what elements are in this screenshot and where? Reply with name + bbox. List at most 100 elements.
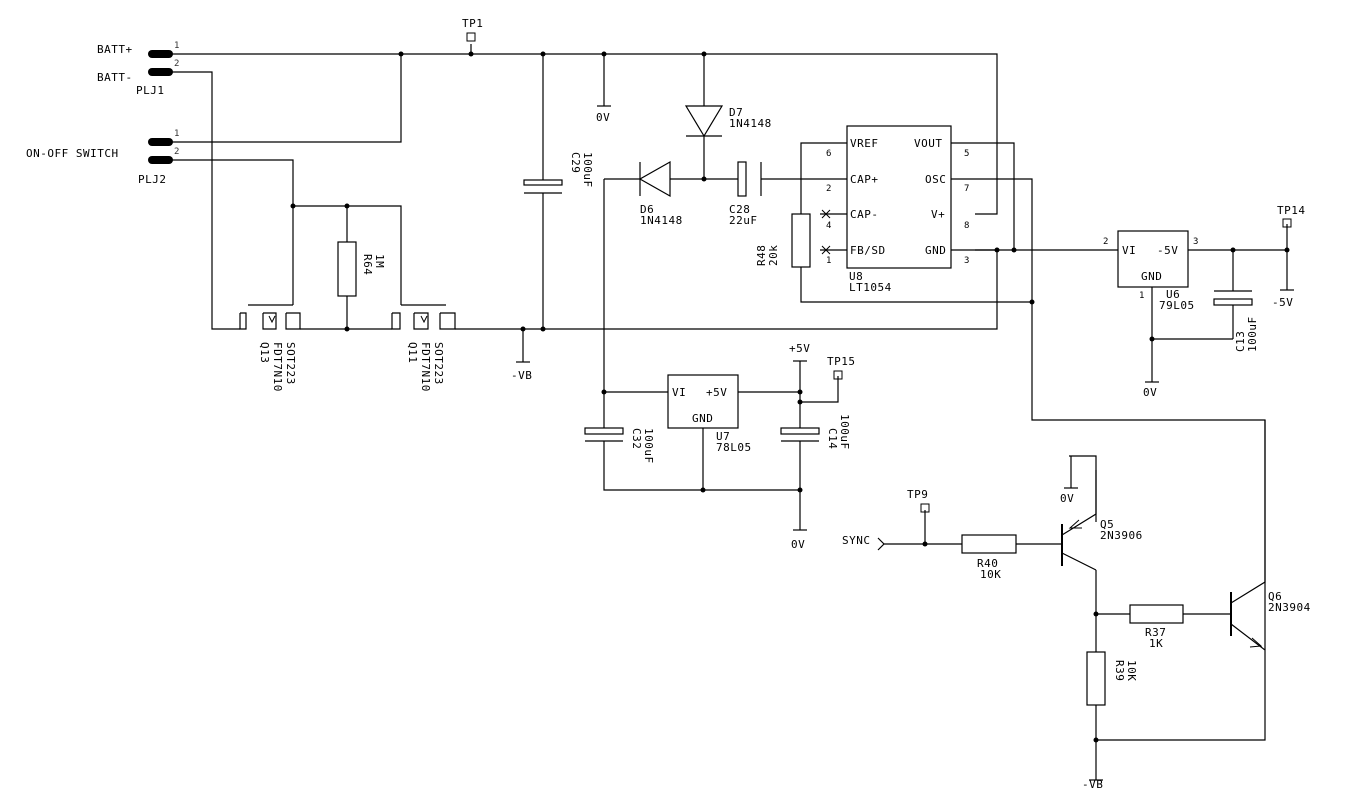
svg-text:10K: 10K [1125,660,1138,681]
svg-text:SOT223: SOT223 [432,342,445,385]
mosfet-q13: Q13 FDT7N10 SOT223 [239,304,301,392]
svg-text:U8: U8 [849,270,863,283]
svg-text:D7: D7 [729,106,743,119]
svg-text:C14: C14 [826,428,839,449]
capacitor-c14: C14 100uF [780,414,851,450]
svg-text:20k: 20k [767,245,780,266]
svg-text:U7: U7 [716,430,730,443]
svg-text:GND: GND [1141,270,1162,283]
transistor-q6: Q6 2N3904 [1230,420,1311,660]
test-point-tp9: TP9 [907,488,930,513]
capacitor-c13: C13 100uF [1213,290,1259,352]
svg-text:C32: C32 [630,428,643,449]
diode-d7: D7 1N4148 [684,105,772,138]
svg-text:2: 2 [174,59,179,69]
svg-text:100uF: 100uF [838,414,851,450]
svg-text:1N4148: 1N4148 [640,214,683,227]
regulator-u6: VI -5V GND 2 3 1 U6 79L05 [1103,230,1198,312]
svg-text:10K: 10K [980,568,1001,581]
svg-text:100uF: 100uF [581,152,594,188]
ground-0v-top: 0V [596,111,610,124]
svg-text:C28: C28 [729,203,750,216]
ic-u8: VREF CAP+ CAP- FB/SD VOUT OSC V+ GND 6 2… [820,125,969,294]
junctions [290,51,1290,743]
resistor-r39: R39 10K [1086,651,1138,706]
svg-text:-5V: -5V [1157,244,1178,257]
svg-text:100uF: 100uF [642,428,655,464]
svg-text:78L05: 78L05 [716,441,752,454]
svg-text:FDT7N10: FDT7N10 [271,342,284,392]
sync-label: SYNC [842,534,871,547]
test-point-tp1: TP1 [462,17,483,42]
svg-text:GND: GND [925,244,946,257]
svg-text:R40: R40 [977,557,998,570]
svg-text:D6: D6 [640,203,654,216]
svg-text:CAP-: CAP- [850,208,879,221]
svg-text:1K: 1K [1149,637,1163,650]
ground-0v-u7: 0V [791,538,805,551]
batt-neg-label: BATT- [97,71,133,84]
minus-5v-label: -5V [1272,296,1293,309]
svg-text:2N3906: 2N3906 [1100,529,1143,542]
resistor-r64: R64 1M [337,241,386,297]
test-point-tp15: TP15 [827,355,855,380]
svg-text:5: 5 [964,149,969,159]
on-off-switch-label: ON-OFF SWITCH [26,147,119,160]
svg-text:SOT223: SOT223 [284,342,297,385]
svg-text:4: 4 [826,221,831,231]
svg-text:2N3904: 2N3904 [1268,601,1311,614]
svg-text:GND: GND [692,412,713,425]
svg-text:TP9: TP9 [907,488,928,501]
svg-text:+5V: +5V [706,386,727,399]
test-point-tp14: TP14 [1277,204,1306,228]
svg-text:7: 7 [964,184,969,194]
svg-text:LT1054: LT1054 [849,281,892,294]
svg-text:2: 2 [826,184,831,194]
svg-text:VREF: VREF [850,137,879,150]
resistor-r48: R48 20k [755,213,811,268]
transistor-q5: Q5 2N3906 [1061,470,1143,571]
regulator-u7: VI +5V GND U7 78L05 [667,374,752,454]
connector-plj1: BATT+ BATT- PLJ1 1 2 [97,41,179,97]
svg-text:R37: R37 [1145,626,1166,639]
svg-text:Q6: Q6 [1268,590,1282,603]
svg-text:OSC: OSC [925,173,946,186]
ground-0v-u6: 0V [1143,386,1157,399]
svg-text:V+: V+ [931,208,945,221]
capacitor-c28: C28 22uF [729,161,762,227]
svg-text:VI: VI [672,386,686,399]
svg-text:R64: R64 [361,254,374,275]
svg-text:FB/SD: FB/SD [850,244,886,257]
ground-0v-q5: 0V [1060,492,1074,505]
svg-text:8: 8 [964,221,969,231]
svg-text:1N4148: 1N4148 [729,117,772,130]
svg-text:U6: U6 [1166,288,1180,301]
plus-5v-label: +5V [789,342,810,355]
svg-text:2: 2 [174,147,179,157]
svg-text:Q13: Q13 [258,342,271,363]
svg-text:22uF: 22uF [729,214,758,227]
plj1-label: PLJ1 [136,84,165,97]
svg-text:FDT7N10: FDT7N10 [419,342,432,392]
svg-text:100uF: 100uF [1246,316,1259,352]
svg-text:1: 1 [826,256,831,266]
mosfet-q11: Q11 FDT7N10 SOT223 [391,304,456,392]
svg-text:3: 3 [1193,237,1198,247]
wires [172,44,1288,780]
resistor-r40: R40 10K [961,534,1017,581]
connector-plj2: ON-OFF SWITCH PLJ2 1 2 [26,129,179,186]
svg-text:TP1: TP1 [462,17,483,30]
svg-text:79L05: 79L05 [1159,299,1195,312]
svg-text:C13: C13 [1234,331,1247,352]
svg-text:Q5: Q5 [1100,518,1114,531]
svg-text:VI: VI [1122,244,1136,257]
svg-text:TP14: TP14 [1277,204,1306,217]
svg-text:3: 3 [964,256,969,266]
capacitor-c32: C32 100uF [584,427,655,464]
svg-text:6: 6 [826,149,831,159]
svg-text:Q11: Q11 [406,342,419,363]
svg-text:1: 1 [174,41,179,51]
plj2-label: PLJ2 [138,173,167,186]
minus-vb-bottom: -VB [1082,778,1103,791]
